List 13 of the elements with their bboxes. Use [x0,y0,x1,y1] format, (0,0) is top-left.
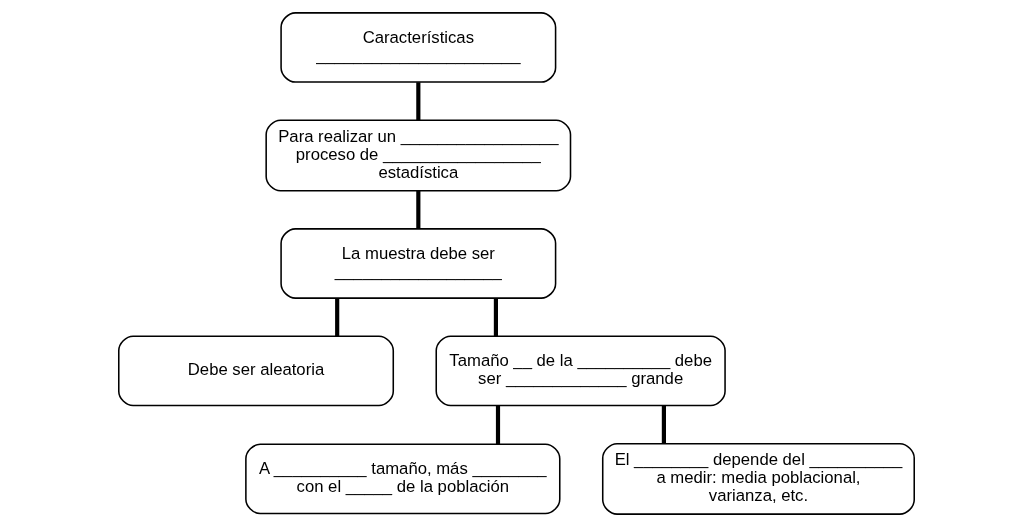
node-box: La muestra debe ser __________________ [279,228,556,299]
connector [334,298,339,337]
node-box: Características ______________________ [279,12,556,83]
node-box: A __________ tamaño, más ________ con el _____ de la población [244,443,561,515]
connector [415,190,420,229]
node-box: El ________ depende del __________ a medir: media poblacional, varianza, etc. [601,442,915,515]
node-box: Debe ser aleatoria [117,335,394,407]
connector [661,405,666,444]
node-box: Tamaño __ de la __________ debe ser _____________ grande [434,335,726,407]
connector [415,82,420,121]
node-box: Para realizar un _________________ proceso de _________________ estadística [264,119,571,192]
connector [493,298,498,337]
connector [495,405,500,445]
